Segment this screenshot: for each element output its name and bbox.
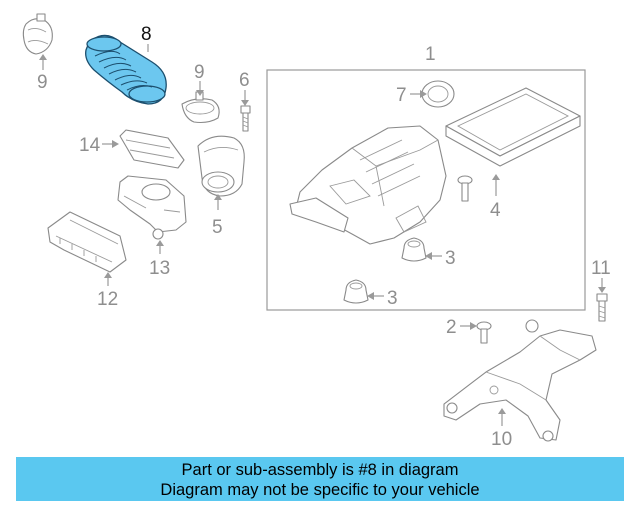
- part-12-duct[interactable]: [47, 211, 127, 273]
- callout-10: 10: [491, 429, 512, 450]
- part-13-resonator[interactable]: [117, 175, 187, 240]
- part-8-intake-hose[interactable]: [85, 34, 167, 105]
- part-5-air-flow-housing[interactable]: [197, 135, 245, 197]
- part-1-assembly-frame: [266, 69, 586, 311]
- callout-13: 13: [149, 258, 170, 279]
- callout-9-left: 9: [37, 72, 48, 93]
- banner-line-2: Diagram may not be specific to your vehi…: [160, 481, 480, 499]
- part-2-bolt[interactable]: [476, 321, 492, 344]
- callout-3-upper: 3: [445, 248, 456, 269]
- callout-2: 2: [446, 317, 457, 338]
- banner-line-1: Part or sub-assembly is #8 in diagram: [181, 461, 459, 479]
- callout-5: 5: [212, 217, 223, 238]
- air-cleaner-housing[interactable]: [289, 125, 447, 245]
- callout-7: 7: [396, 85, 407, 106]
- callout-labels: 8 9 9 6 1 7 14 5 4 13 3 3 12 11 2 10: [37, 24, 611, 450]
- callout-4: 4: [490, 200, 501, 221]
- callout-6: 6: [239, 70, 250, 91]
- part-9-clamp[interactable]: [181, 91, 220, 124]
- part-4-air-filter[interactable]: [445, 87, 581, 167]
- callout-3-lower: 3: [387, 288, 398, 309]
- part-3-grommet-lower[interactable]: [343, 279, 369, 304]
- parts-diagram: 8 9 9 6 1 7 14 5 4 13 3 3 12 11 2 10: [22, 13, 611, 450]
- part-9-clamp-top-left[interactable]: [22, 13, 53, 55]
- part-3-grommet-upper[interactable]: [401, 237, 427, 262]
- part-11-bolt[interactable]: [596, 293, 608, 322]
- part-14-cover[interactable]: [119, 129, 185, 169]
- callout-12: 12: [97, 289, 118, 310]
- info-banner: Part or sub-assembly is #8 in diagram Di…: [16, 457, 624, 501]
- callout-1: 1: [425, 44, 436, 65]
- callout-11: 11: [591, 258, 611, 279]
- leader-lines: [39, 44, 606, 426]
- housing-bolt[interactable]: [457, 175, 473, 202]
- part-10-bracket[interactable]: [443, 319, 597, 442]
- callout-8: 8: [141, 24, 152, 45]
- part-6-bolt[interactable]: [240, 105, 251, 132]
- callout-14: 14: [79, 135, 101, 156]
- callout-9-center: 9: [194, 62, 205, 83]
